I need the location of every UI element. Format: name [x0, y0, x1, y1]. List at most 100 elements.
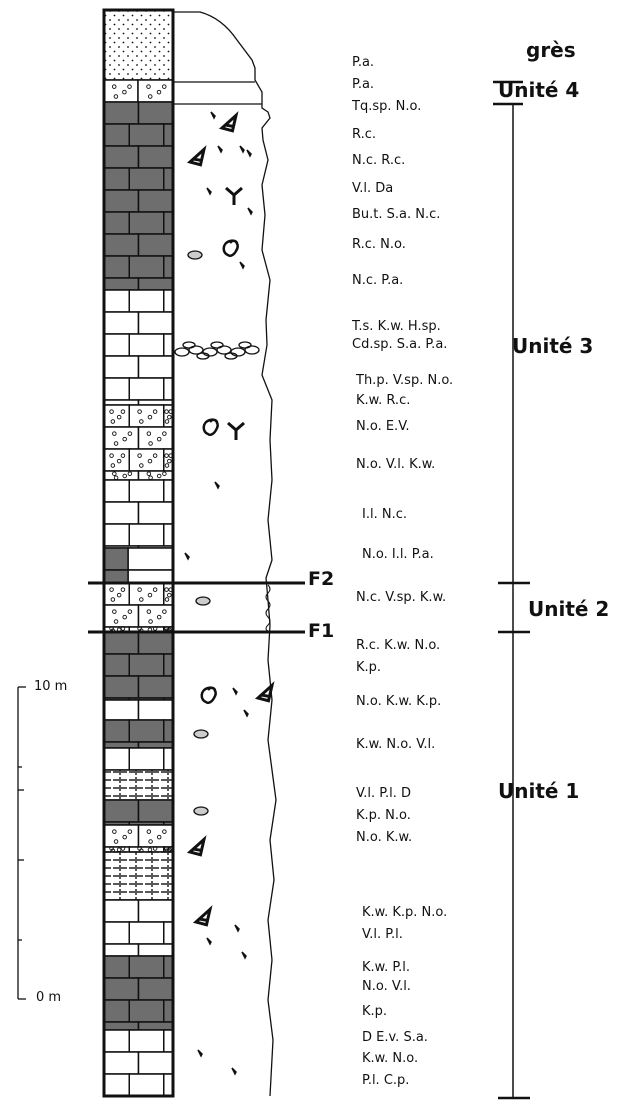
fossil-label: N.o. I.l. P.a. — [362, 547, 434, 562]
lithology-brick — [104, 312, 139, 334]
lithology-brick — [104, 1030, 129, 1052]
shell-fragment-symbol — [233, 688, 237, 694]
fossil-label: V.l. P.l. D — [356, 786, 411, 801]
gastropod-symbol — [204, 420, 218, 435]
lithology-brick — [129, 1000, 164, 1022]
lithology-brick — [139, 356, 174, 378]
weathering-profile-outline — [173, 12, 276, 1096]
fossil-label: P.l. C.p. — [362, 1073, 409, 1088]
fossil-label: N.c. P.a. — [352, 273, 403, 288]
fossil-label: R.c. N.o. — [352, 237, 406, 252]
fossiliferous-brick — [104, 605, 139, 627]
fossiliferous-brick — [104, 825, 139, 847]
shell-fragment-symbol — [235, 925, 239, 931]
lithology-brick — [129, 334, 164, 356]
lithology-brick — [139, 234, 174, 256]
lithology-brick — [104, 676, 139, 698]
lithology-brick — [104, 1022, 139, 1030]
unit-label-2: Unité 2 — [528, 597, 609, 621]
lithology-brick — [104, 290, 129, 312]
lithology-brick — [128, 548, 173, 570]
lithology-brick — [104, 720, 129, 742]
nodule-symbol — [196, 597, 210, 605]
lithology-brick — [139, 742, 174, 748]
lithology-brick — [129, 524, 164, 546]
lithology-brick — [139, 312, 174, 334]
fossiliferous-brick — [129, 405, 164, 427]
lithology-brick — [139, 1022, 174, 1030]
fossil-label: N.o. E.V. — [356, 419, 410, 434]
fossiliferous-brick — [139, 471, 174, 480]
lithology-brick — [104, 212, 129, 234]
shell-fragment-symbol — [211, 112, 215, 118]
lithology-brick — [129, 290, 164, 312]
lithology-brick — [129, 168, 164, 190]
lithology-brick — [104, 742, 139, 748]
lithology-brick — [139, 146, 174, 168]
lithology-brick — [104, 978, 139, 1000]
fossil-label: N.o. V.l. K.w. — [356, 457, 435, 472]
shale-bed — [104, 770, 173, 800]
fossil-label: N.c. V.sp. K.w. — [356, 590, 446, 605]
lithology-brick — [104, 334, 129, 356]
brachiopod-symbol — [222, 115, 236, 130]
shell-fragment-symbol — [198, 1050, 202, 1056]
brachiopod-symbol — [196, 909, 210, 924]
fossil-label: N.o. K.w. — [356, 830, 412, 845]
shell-fragment-symbol — [242, 952, 246, 958]
fossil-label: N.o. K.w. K.p. — [356, 694, 441, 709]
shell-fragment-symbol — [240, 262, 244, 268]
fossil-label: I.l. N.c. — [362, 507, 407, 522]
unit-label-3: Unité 3 — [512, 334, 593, 358]
lithology-brick — [129, 1030, 164, 1052]
lithology-brick — [104, 378, 129, 400]
fossil-label: K.p. N.o. — [356, 808, 411, 823]
lithology-brick — [104, 524, 129, 546]
fossiliferous-brick — [104, 449, 129, 471]
lithology-brick — [139, 190, 174, 212]
unit-label-1: Unité 1 — [498, 779, 579, 803]
lithology-brick — [139, 278, 174, 290]
lithology-brick — [104, 922, 129, 944]
fossil-label: Tq.sp. N.o. — [352, 99, 421, 114]
lithology-brick — [104, 256, 129, 278]
lithology-brick — [104, 278, 139, 290]
lithology-brick — [129, 748, 164, 770]
lithology-brick — [139, 502, 174, 524]
fossil-label: V.l. Da — [352, 181, 393, 196]
fossil-label: N.o. V.l. — [362, 979, 411, 994]
lithology-brick — [104, 356, 139, 378]
fault-label-f1: F1 — [308, 620, 334, 642]
lithology-brick — [129, 212, 164, 234]
shell-fragment-symbol — [240, 146, 244, 152]
fossil-label: T.s. K.w. H.sp. — [352, 319, 441, 334]
shell-fragment-symbol — [185, 553, 189, 559]
brachiopod-symbol — [258, 685, 272, 700]
shell-fragment-symbol — [232, 1068, 236, 1074]
lithology-brick — [104, 570, 128, 583]
unit-label-4: Unité 4 — [498, 78, 579, 102]
lithology-brick — [104, 124, 129, 146]
fossiliferous-brick — [129, 449, 164, 471]
fossiliferous-brick — [104, 471, 139, 480]
coral-symbol — [226, 188, 242, 205]
lithology-brick — [104, 548, 128, 570]
fossiliferous-brick — [129, 583, 164, 605]
gastropod-symbol — [224, 241, 238, 256]
lithology-brick — [139, 900, 174, 922]
fossiliferous-brick — [104, 583, 129, 605]
shell-fragment-symbol — [247, 150, 251, 156]
lithology-brick — [104, 502, 139, 524]
scale-label-bottom: 0 m — [36, 990, 61, 1005]
fossil-label: K.p. — [362, 1004, 387, 1019]
fossil-label: Th.p. V.sp. N.o. — [356, 373, 453, 388]
lithology-brick — [139, 978, 174, 1000]
lithology-brick — [104, 1074, 129, 1096]
fossil-label: D E.v. S.a. — [362, 1030, 428, 1045]
scale-label-top: 10 m — [34, 679, 67, 694]
fossiliferous-brick — [104, 405, 129, 427]
shell-fragment-symbol — [218, 146, 222, 152]
brachiopod-symbol — [190, 149, 204, 164]
lithology-brick — [129, 256, 164, 278]
